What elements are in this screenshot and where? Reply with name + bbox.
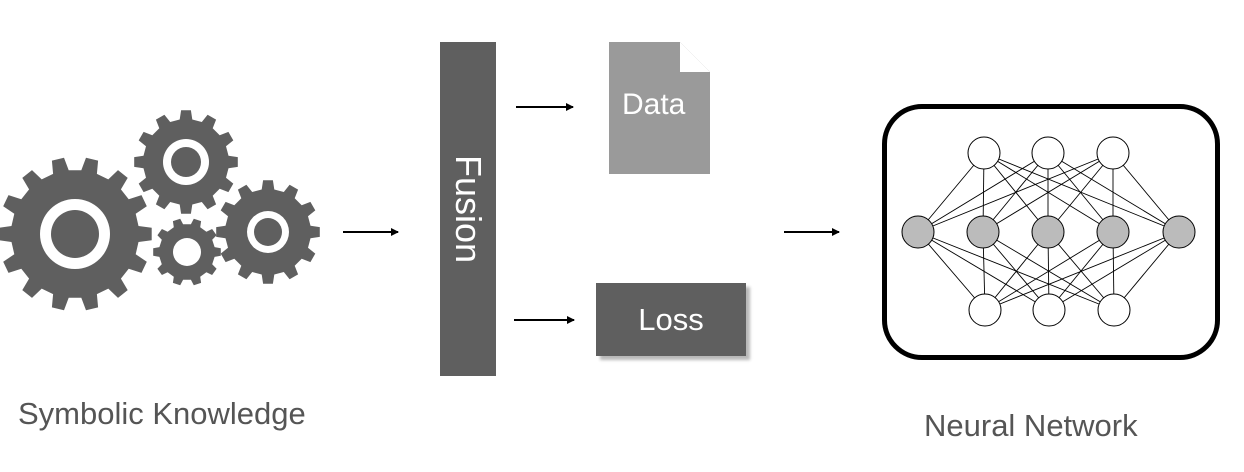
nn-edge — [984, 231, 1049, 311]
fusion-bar: Fusion — [440, 42, 496, 376]
nn-edge — [984, 231, 1180, 311]
nn-node-input — [967, 136, 1001, 170]
nn-edge — [1112, 152, 1180, 233]
fusion-label: Fusion — [448, 154, 489, 264]
nn-edge — [982, 152, 1114, 233]
nn-node-input — [1096, 136, 1130, 170]
neural-network-caption: Neural Network — [924, 408, 1138, 443]
nn-edge — [1047, 152, 1180, 233]
gears-icon — [0, 110, 320, 311]
neural-network-frame — [882, 104, 1220, 360]
document-icon — [609, 42, 710, 174]
nn-edge — [917, 152, 1114, 233]
nn-edge — [984, 231, 1114, 311]
nn-edge — [917, 152, 1049, 233]
gear-small — [153, 218, 221, 286]
nn-node-hidden — [966, 215, 1000, 249]
gear-right — [216, 180, 320, 284]
nn-edge — [917, 231, 986, 311]
nn-node-output — [968, 293, 1002, 327]
data-label: Data — [622, 88, 686, 121]
nn-edge — [983, 152, 1180, 233]
gear-large — [0, 157, 152, 311]
nn-edge — [917, 152, 985, 233]
nn-edge — [1047, 152, 1114, 233]
symbolic-knowledge-caption: Symbolic Knowledge — [18, 396, 306, 431]
gear-top — [134, 110, 238, 214]
nn-edge — [917, 231, 1050, 311]
loss-label: Loss — [638, 301, 704, 337]
nn-node-hidden — [1031, 215, 1065, 249]
nn-node-output — [1032, 293, 1066, 327]
nn-node-hidden — [901, 215, 935, 249]
nn-edge — [1048, 231, 1180, 311]
neural-network-graph — [901, 136, 1196, 327]
nn-node-hidden — [1162, 215, 1196, 249]
nn-edge — [1113, 231, 1180, 311]
nn-node-hidden — [1096, 215, 1130, 249]
nn-node-input — [1031, 136, 1065, 170]
loss-box: Loss — [596, 283, 746, 356]
nn-node-output — [1097, 293, 1131, 327]
